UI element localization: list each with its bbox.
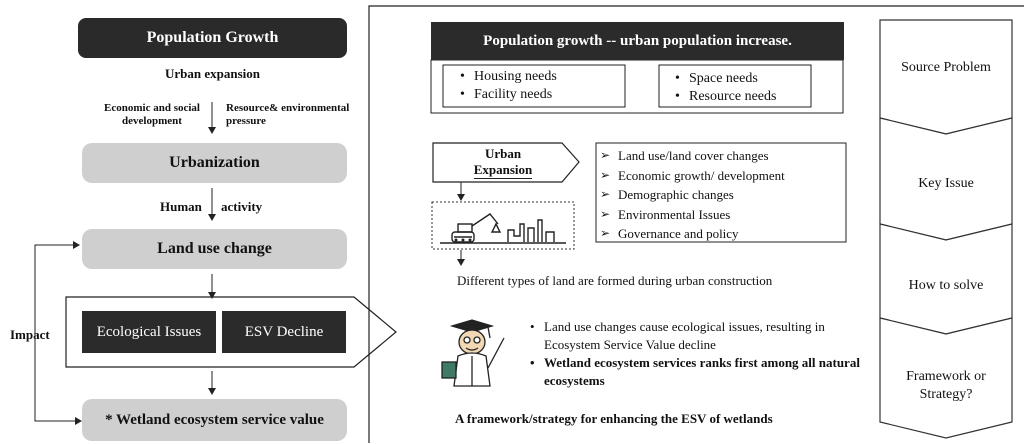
step-source-problem: Source Problem xyxy=(901,60,991,75)
step-key-issue: Key Issue xyxy=(918,176,974,191)
professor-icon xyxy=(441,319,505,387)
key-points-list: Land use changes cause ecological issues… xyxy=(526,318,874,390)
list-item: Facility needs xyxy=(460,86,644,104)
urban-expansion-tag: Urban Expansion xyxy=(440,146,566,179)
needs-list-right: Space needs Resource needs xyxy=(671,70,829,106)
needs-list-left: Housing needs Facility needs xyxy=(456,68,644,104)
chevron-source-problem xyxy=(879,19,1013,135)
wetland-esv-box: * Wetland ecosystem service value xyxy=(82,399,347,441)
list-item: Demographic changes xyxy=(600,185,785,205)
population-growth-box: Population Growth xyxy=(78,18,347,58)
population-urban-header-label: Population growth -- urban population in… xyxy=(483,33,792,49)
different-types-label: Different types of land are formed durin… xyxy=(457,273,773,288)
esv-decline-box: ESV Decline xyxy=(222,311,346,353)
activity-label: activity xyxy=(221,199,263,214)
resource-env-label: Resource& environmental pressure xyxy=(226,102,350,127)
city-construction-icon xyxy=(440,213,566,244)
ecological-issues-box: Ecological Issues xyxy=(82,311,216,353)
wetland-esv-label: * Wetland ecosystem service value xyxy=(105,412,324,428)
process-chevrons xyxy=(879,19,1013,439)
list-item: Governance and policy xyxy=(600,224,785,244)
land-use-change-box: Land use change xyxy=(82,229,347,269)
changes-list: Land use/land cover changes Economic gro… xyxy=(600,146,785,244)
urbanization-box: Urbanization xyxy=(82,143,347,183)
urban-expansion-label: Urban expansion xyxy=(165,66,260,81)
list-item: Wetland ecosystem services ranks first a… xyxy=(530,354,874,390)
esv-decline-label: ESV Decline xyxy=(244,324,324,340)
framework-label: A framework/strategy for enhancing the E… xyxy=(455,411,773,426)
population-urban-header: Population growth -- urban population in… xyxy=(431,22,844,60)
land-use-change-label: Land use change xyxy=(157,240,272,257)
human-label: Human xyxy=(160,199,202,214)
list-item: Space needs xyxy=(675,70,829,88)
list-item: Land use changes cause ecological issues… xyxy=(530,318,874,354)
urban-expansion-line1: Urban xyxy=(484,146,522,161)
impact-label: Impact xyxy=(10,327,50,342)
urbanization-label: Urbanization xyxy=(169,154,260,171)
list-item: Land use/land cover changes xyxy=(600,146,785,166)
list-item: Resource needs xyxy=(675,88,829,106)
population-growth-label: Population Growth xyxy=(146,29,279,46)
step-how-to-solve: How to solve xyxy=(908,278,984,293)
list-item: Housing needs xyxy=(460,68,644,86)
list-item: Economic growth/ development xyxy=(600,166,785,186)
list-item: Environmental Issues xyxy=(600,205,785,225)
econ-social-label: Economic and social development xyxy=(104,102,200,127)
ecological-issues-label: Ecological Issues xyxy=(96,324,202,340)
step-framework: Framework or Strategy? xyxy=(906,369,986,402)
urban-expansion-line2: Expansion xyxy=(473,162,533,179)
chevron-framework xyxy=(879,317,1013,439)
